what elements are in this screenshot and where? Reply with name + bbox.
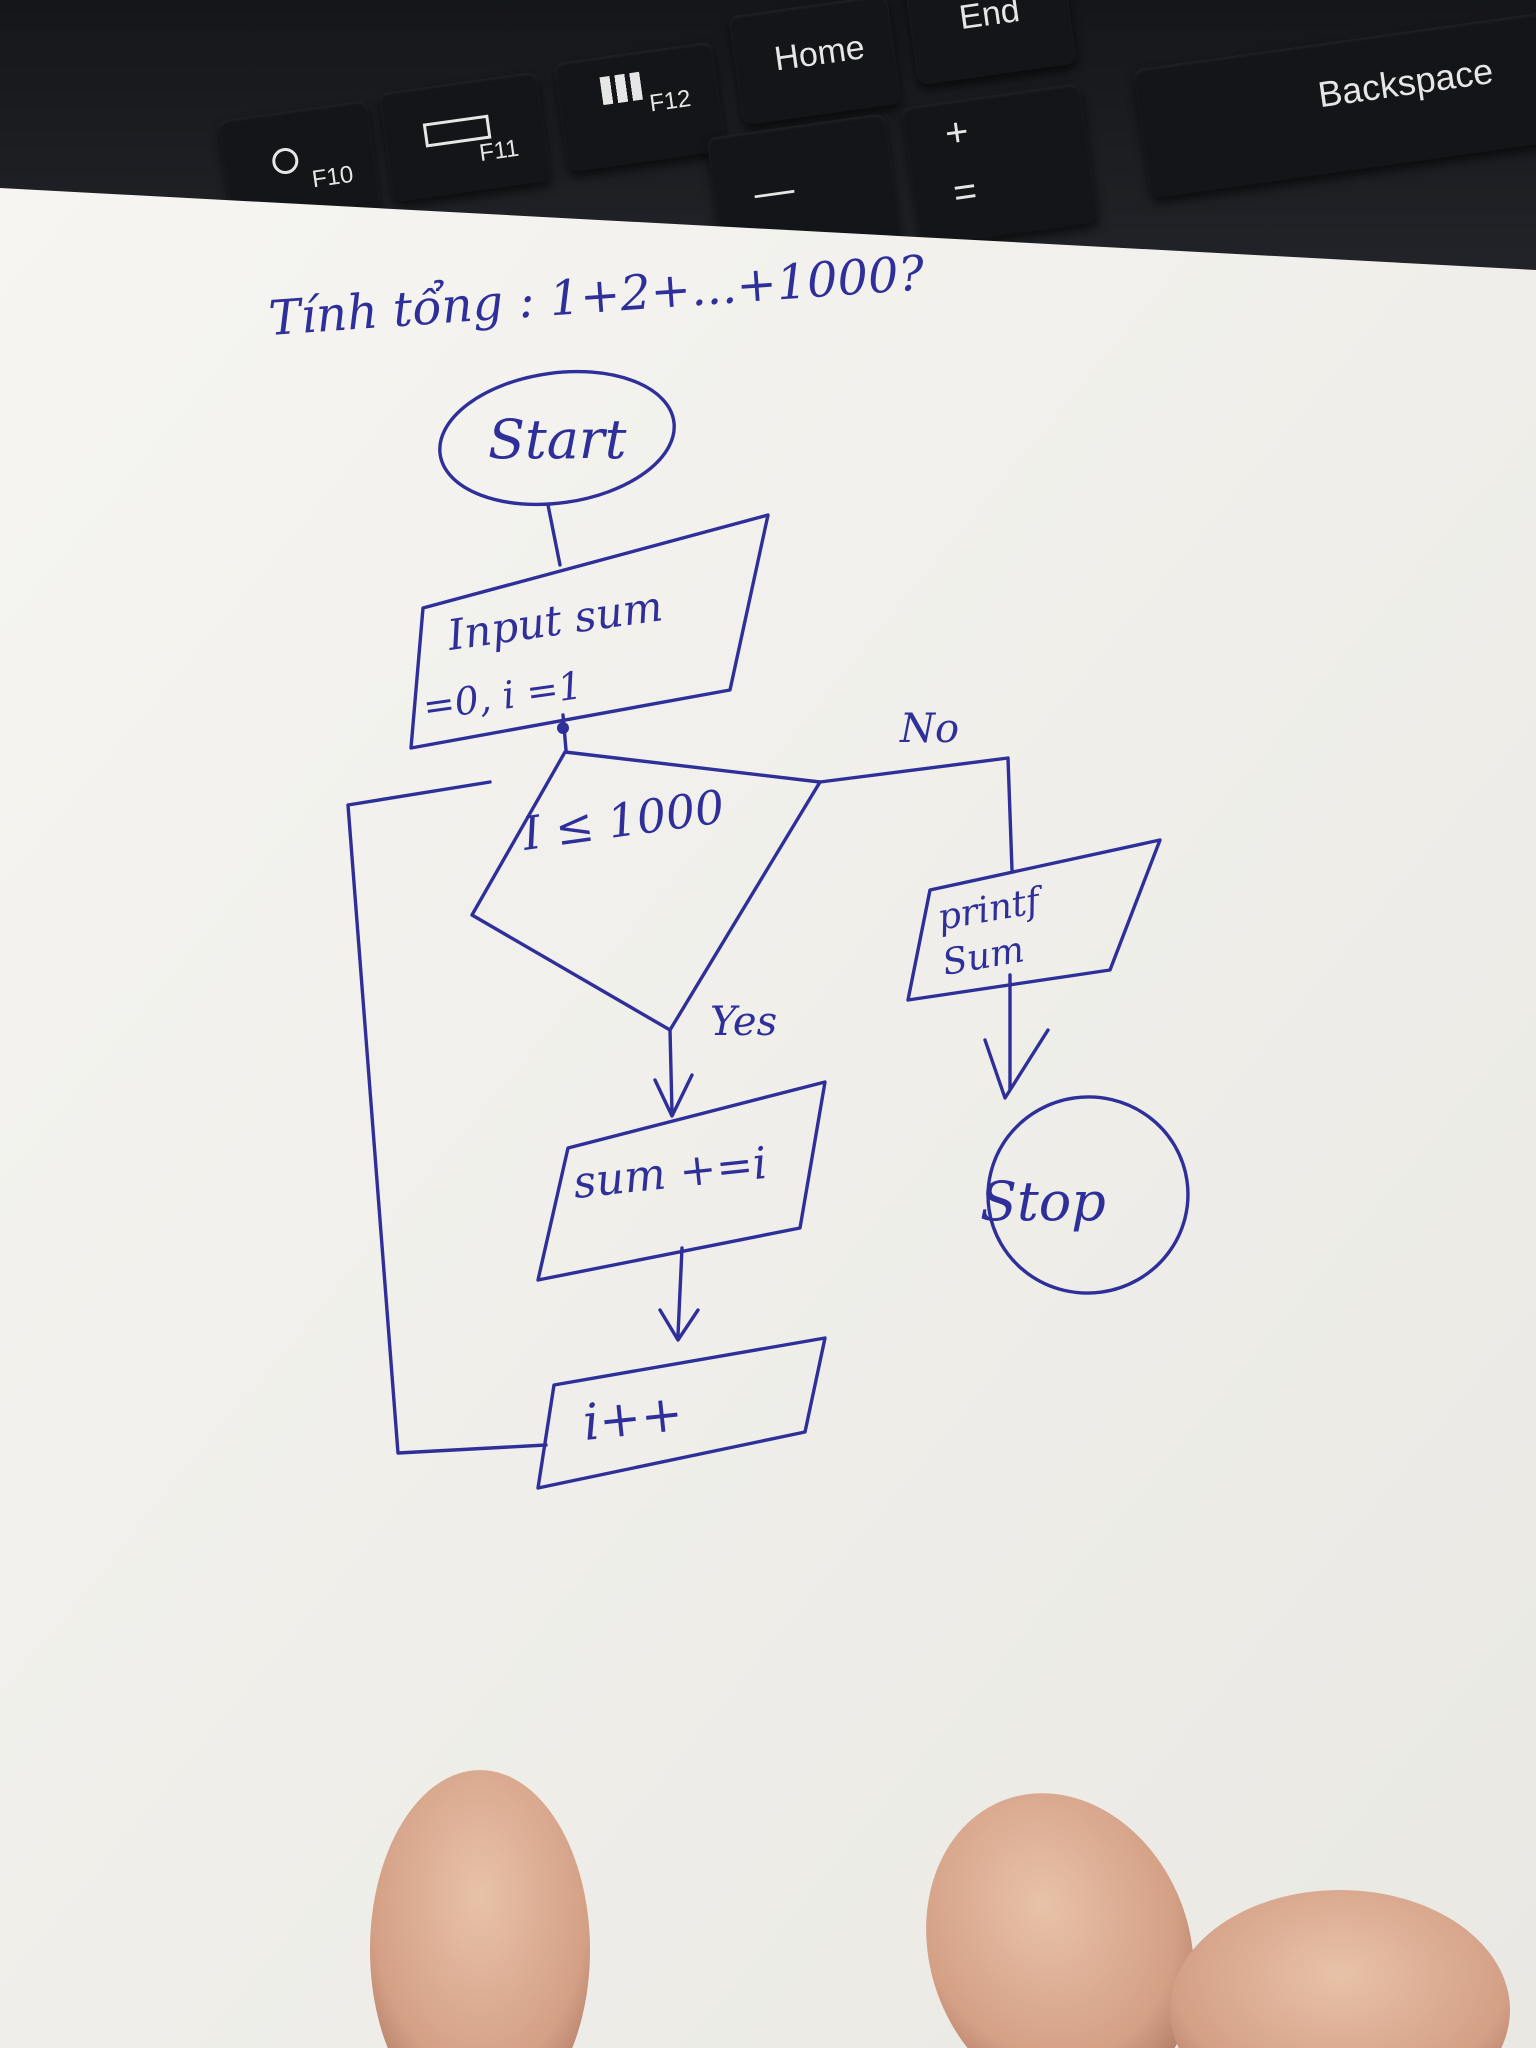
sum-step-box — [536, 1080, 827, 1282]
yes-label: Yes — [710, 999, 777, 1045]
left-thumb — [370, 1770, 590, 2048]
increment-label: i++ — [580, 1384, 685, 1452]
connector-start-input — [546, 503, 562, 567]
connector-yes-branch — [653, 1028, 694, 1118]
right-finger-2 — [1170, 1890, 1510, 2048]
junction-dot — [557, 722, 569, 734]
paper-surface — [0, 188, 1536, 2048]
stop-label: Stop — [980, 1170, 1106, 1233]
increment-box — [536, 1336, 827, 1490]
input-box — [409, 513, 770, 750]
right-finger — [926, 1793, 1194, 2048]
start-terminal — [438, 369, 676, 507]
connector-sum-increment — [658, 1246, 700, 1342]
start-label: Start — [488, 408, 627, 471]
connector-no-branch — [818, 756, 1014, 872]
connector-output-stop — [983, 973, 1050, 1100]
stop-terminal — [986, 1095, 1190, 1295]
no-label: No — [899, 706, 959, 752]
connector-loop-back — [346, 780, 548, 1455]
output-box — [906, 838, 1162, 1002]
